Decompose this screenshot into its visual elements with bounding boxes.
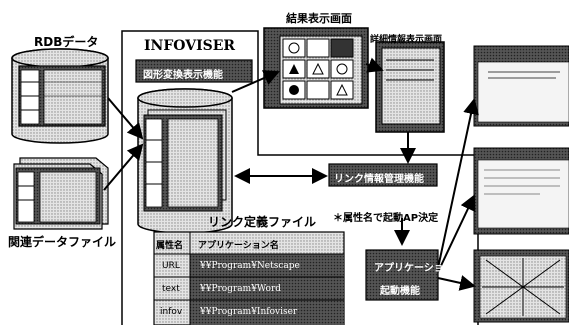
flow-arrows: [103, 57, 479, 291]
rdb-database-icon: [11, 48, 109, 144]
link-manager-label: リンク情報管理機能: [334, 174, 424, 185]
table-cell-app: ¥¥Program¥Infoviser: [200, 307, 298, 317]
link-table-grid: [153, 231, 345, 325]
table-cell-app: ¥¥Program¥Netscape: [200, 261, 300, 271]
word-screen-image: [473, 147, 569, 235]
infoviser-database-icon: [137, 88, 233, 234]
rdb-data-label: RDBデータ: [34, 35, 99, 49]
shape-function-label: 図形変換表示機能: [143, 70, 223, 81]
result-screen-image: [263, 27, 369, 109]
detail-screen-image: [375, 41, 445, 133]
related-files-icon: [13, 157, 109, 230]
shape-function-box: [135, 59, 253, 83]
link-manager-box: [328, 163, 438, 187]
table-cell-attr: infov: [160, 307, 183, 317]
attribute-note: ＊属性名で起動AP決定: [333, 213, 439, 224]
table-cell-attr: text: [162, 284, 180, 294]
detail-screen-label: 詳細情報表示画面: [370, 35, 443, 45]
netscape-screen-image: [473, 45, 569, 127]
infoviser-title: INFOVISER: [144, 38, 236, 54]
infoviser-screen-image: [473, 249, 569, 323]
table-cell-attr: URL: [162, 261, 180, 271]
table-cell-app: ¥¥Program¥Word: [200, 284, 282, 294]
related-files-label: 関連データファイル: [8, 235, 117, 249]
result-screen-label: 結果表示画面: [286, 12, 352, 25]
table-header-app: アプリケーション名: [198, 241, 279, 251]
table-header-attr: 属性名: [156, 241, 184, 251]
app-launch-box: [365, 249, 439, 301]
app-launch-label-2: 起動機能: [380, 286, 420, 297]
link-def-file-label: リンク定義ファイル: [208, 215, 317, 229]
app-launch-label-1: アプリケーション: [374, 263, 454, 274]
